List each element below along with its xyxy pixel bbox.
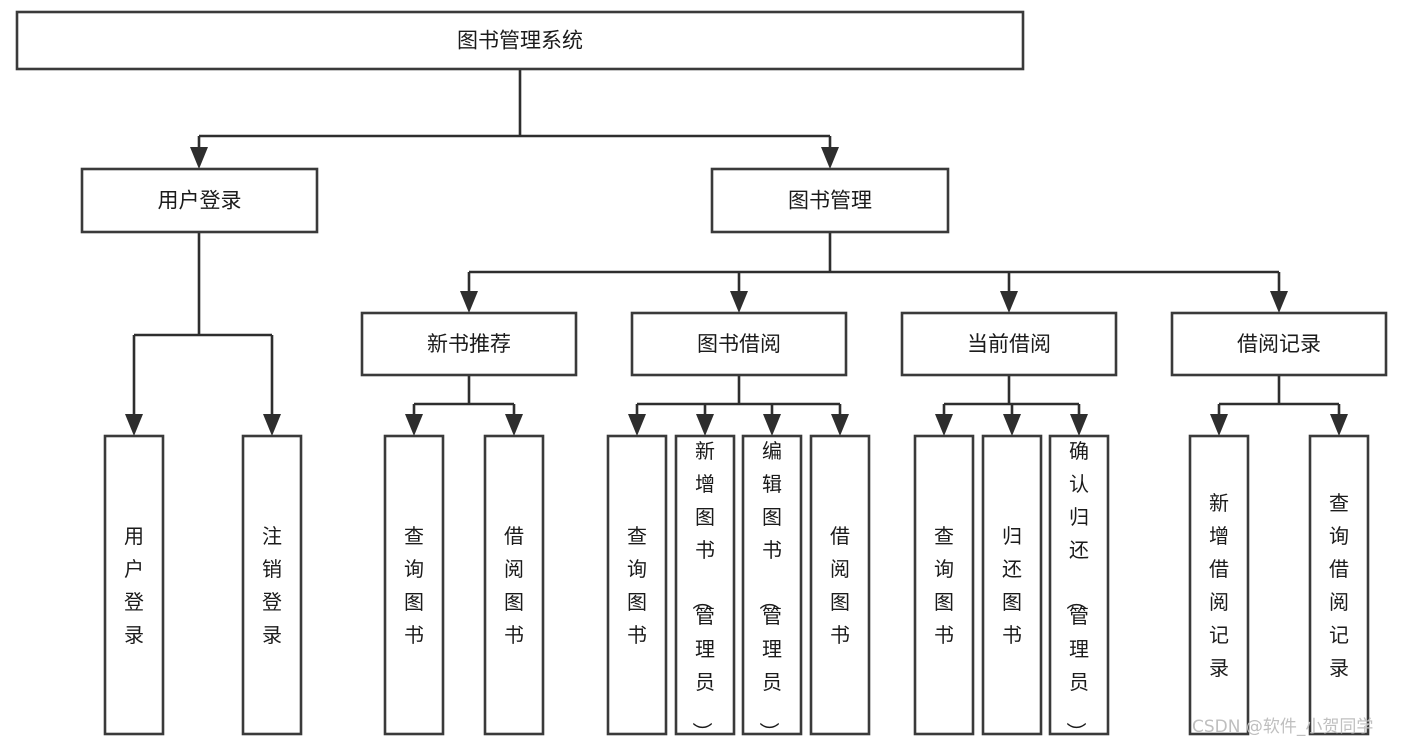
connector-bus-user-login xyxy=(134,232,272,337)
node-borrow-record[interactable]: 借阅记录 xyxy=(1170,311,1388,377)
node-label-leaf-logout: 注销登录 xyxy=(262,524,282,647)
node-box-leaf-query-book-1[interactable] xyxy=(383,434,445,736)
node-box-leaf-logout[interactable] xyxy=(241,434,303,736)
edge-arrow-9 xyxy=(505,404,523,436)
edge-arrow-11 xyxy=(696,404,714,436)
node-leaf-query-book-2[interactable]: 查询图书 xyxy=(606,434,668,736)
node-box-leaf-query-book-2[interactable] xyxy=(606,434,668,736)
connector-bus-borrow-record xyxy=(1219,375,1339,406)
node-leaf-borrow-book-2[interactable]: 借阅图书 xyxy=(809,434,871,736)
edge-arrow-4 xyxy=(1000,272,1018,313)
node-label-leaf-confirm-return: 确认归还（管理员） xyxy=(1064,439,1089,742)
node-label-leaf-borrow-book-1: 借阅图书 xyxy=(504,524,524,647)
edge-arrow-15 xyxy=(1003,404,1021,436)
connector-bus-new-book-rec xyxy=(414,375,514,406)
edge-arrow-16 xyxy=(1070,404,1088,436)
connector-bus-book-manage xyxy=(469,232,1279,274)
node-user-login[interactable]: 用户登录 xyxy=(80,167,319,234)
node-label-leaf-borrow-book-2: 借阅图书 xyxy=(830,524,850,647)
node-box-leaf-confirm-return[interactable] xyxy=(1048,434,1110,736)
node-box-new-book-rec[interactable] xyxy=(360,311,578,377)
csdn-watermark: CSDN @软件_小贺同学 xyxy=(1192,717,1373,737)
node-box-root[interactable] xyxy=(15,10,1025,71)
node-label-book-manage: 图书管理 xyxy=(788,189,872,213)
node-label-leaf-query-book-1: 查询图书 xyxy=(404,524,424,647)
node-leaf-logout[interactable]: 注销登录 xyxy=(241,434,303,736)
connector-bus-book-borrow xyxy=(637,375,840,406)
node-label-leaf-add-book: 新增图书（管理员） xyxy=(690,439,715,742)
node-box-leaf-borrow-book-1[interactable] xyxy=(483,434,545,736)
connector-bus-root xyxy=(199,69,830,138)
edge-arrow-0 xyxy=(190,136,208,169)
node-box-leaf-edit-book[interactable] xyxy=(741,434,803,736)
node-leaf-edit-book[interactable]: 编辑图书（管理员） xyxy=(741,434,803,742)
edge-arrow-2 xyxy=(460,272,478,313)
edge-arrow-13 xyxy=(831,404,849,436)
node-current-borrow[interactable]: 当前借阅 xyxy=(900,311,1118,377)
node-box-book-manage[interactable] xyxy=(710,167,950,234)
node-label-leaf-edit-book: 编辑图书（管理员） xyxy=(757,439,782,742)
node-label-current-borrow: 当前借阅 xyxy=(967,332,1051,356)
node-leaf-add-book[interactable]: 新增图书（管理员） xyxy=(674,434,736,742)
node-label-book-borrow: 图书借阅 xyxy=(697,332,781,356)
node-root[interactable]: 图书管理系统 xyxy=(15,10,1025,71)
edge-arrow-5 xyxy=(1270,272,1288,313)
node-leaf-query-book-1[interactable]: 查询图书 xyxy=(383,434,445,736)
edge-arrow-10 xyxy=(628,404,646,436)
node-box-leaf-user-login[interactable] xyxy=(103,434,165,736)
edge-arrow-12 xyxy=(763,404,781,436)
connector-bus-current-borrow xyxy=(944,375,1079,406)
node-new-book-rec[interactable]: 新书推荐 xyxy=(360,311,578,377)
node-leaf-confirm-return[interactable]: 确认归还（管理员） xyxy=(1048,434,1110,742)
node-layer: 图书管理系统用户登录图书管理新书推荐图书借阅当前借阅借阅记录用户登录注销登录查询… xyxy=(15,10,1388,742)
node-box-leaf-add-record[interactable] xyxy=(1188,434,1250,736)
node-box-current-borrow[interactable] xyxy=(900,311,1118,377)
edge-arrow-3 xyxy=(730,272,748,313)
node-box-leaf-return-book[interactable] xyxy=(981,434,1043,736)
node-box-leaf-borrow-book-2[interactable] xyxy=(809,434,871,736)
node-box-leaf-add-book[interactable] xyxy=(674,434,736,736)
node-leaf-user-login[interactable]: 用户登录 xyxy=(103,434,165,736)
node-label-user-login: 用户登录 xyxy=(158,189,242,213)
node-leaf-query-record[interactable]: 查询借阅记录 xyxy=(1308,434,1370,736)
node-box-borrow-record[interactable] xyxy=(1170,311,1388,377)
node-label-leaf-query-book-3: 查询图书 xyxy=(934,524,954,647)
node-leaf-add-record[interactable]: 新增借阅记录 xyxy=(1188,434,1250,736)
node-box-book-borrow[interactable] xyxy=(630,311,848,377)
edge-arrow-14 xyxy=(935,404,953,436)
edge-arrow-7 xyxy=(263,335,281,436)
node-book-borrow[interactable]: 图书借阅 xyxy=(630,311,848,377)
node-label-leaf-return-book: 归还图书 xyxy=(1002,524,1022,647)
edge-arrow-18 xyxy=(1330,404,1348,436)
node-label-leaf-query-record: 查询借阅记录 xyxy=(1329,491,1349,680)
connector-layer xyxy=(125,69,1348,436)
node-leaf-borrow-book-1[interactable]: 借阅图书 xyxy=(483,434,545,736)
node-label-borrow-record: 借阅记录 xyxy=(1237,332,1321,356)
node-box-leaf-query-book-3[interactable] xyxy=(913,434,975,736)
node-label-root: 图书管理系统 xyxy=(457,29,583,53)
node-label-leaf-add-record: 新增借阅记录 xyxy=(1209,491,1229,680)
node-leaf-return-book[interactable]: 归还图书 xyxy=(981,434,1043,736)
node-label-leaf-query-book-2: 查询图书 xyxy=(627,524,647,647)
edge-arrow-6 xyxy=(125,335,143,436)
node-label-new-book-rec: 新书推荐 xyxy=(427,332,511,356)
node-book-manage[interactable]: 图书管理 xyxy=(710,167,950,234)
edge-arrow-1 xyxy=(821,136,839,169)
node-label-leaf-user-login: 用户登录 xyxy=(124,524,144,647)
node-box-leaf-query-record[interactable] xyxy=(1308,434,1370,736)
node-box-user-login[interactable] xyxy=(80,167,319,234)
edge-arrow-17 xyxy=(1210,404,1228,436)
edge-arrow-8 xyxy=(405,404,423,436)
node-leaf-query-book-3[interactable]: 查询图书 xyxy=(913,434,975,736)
